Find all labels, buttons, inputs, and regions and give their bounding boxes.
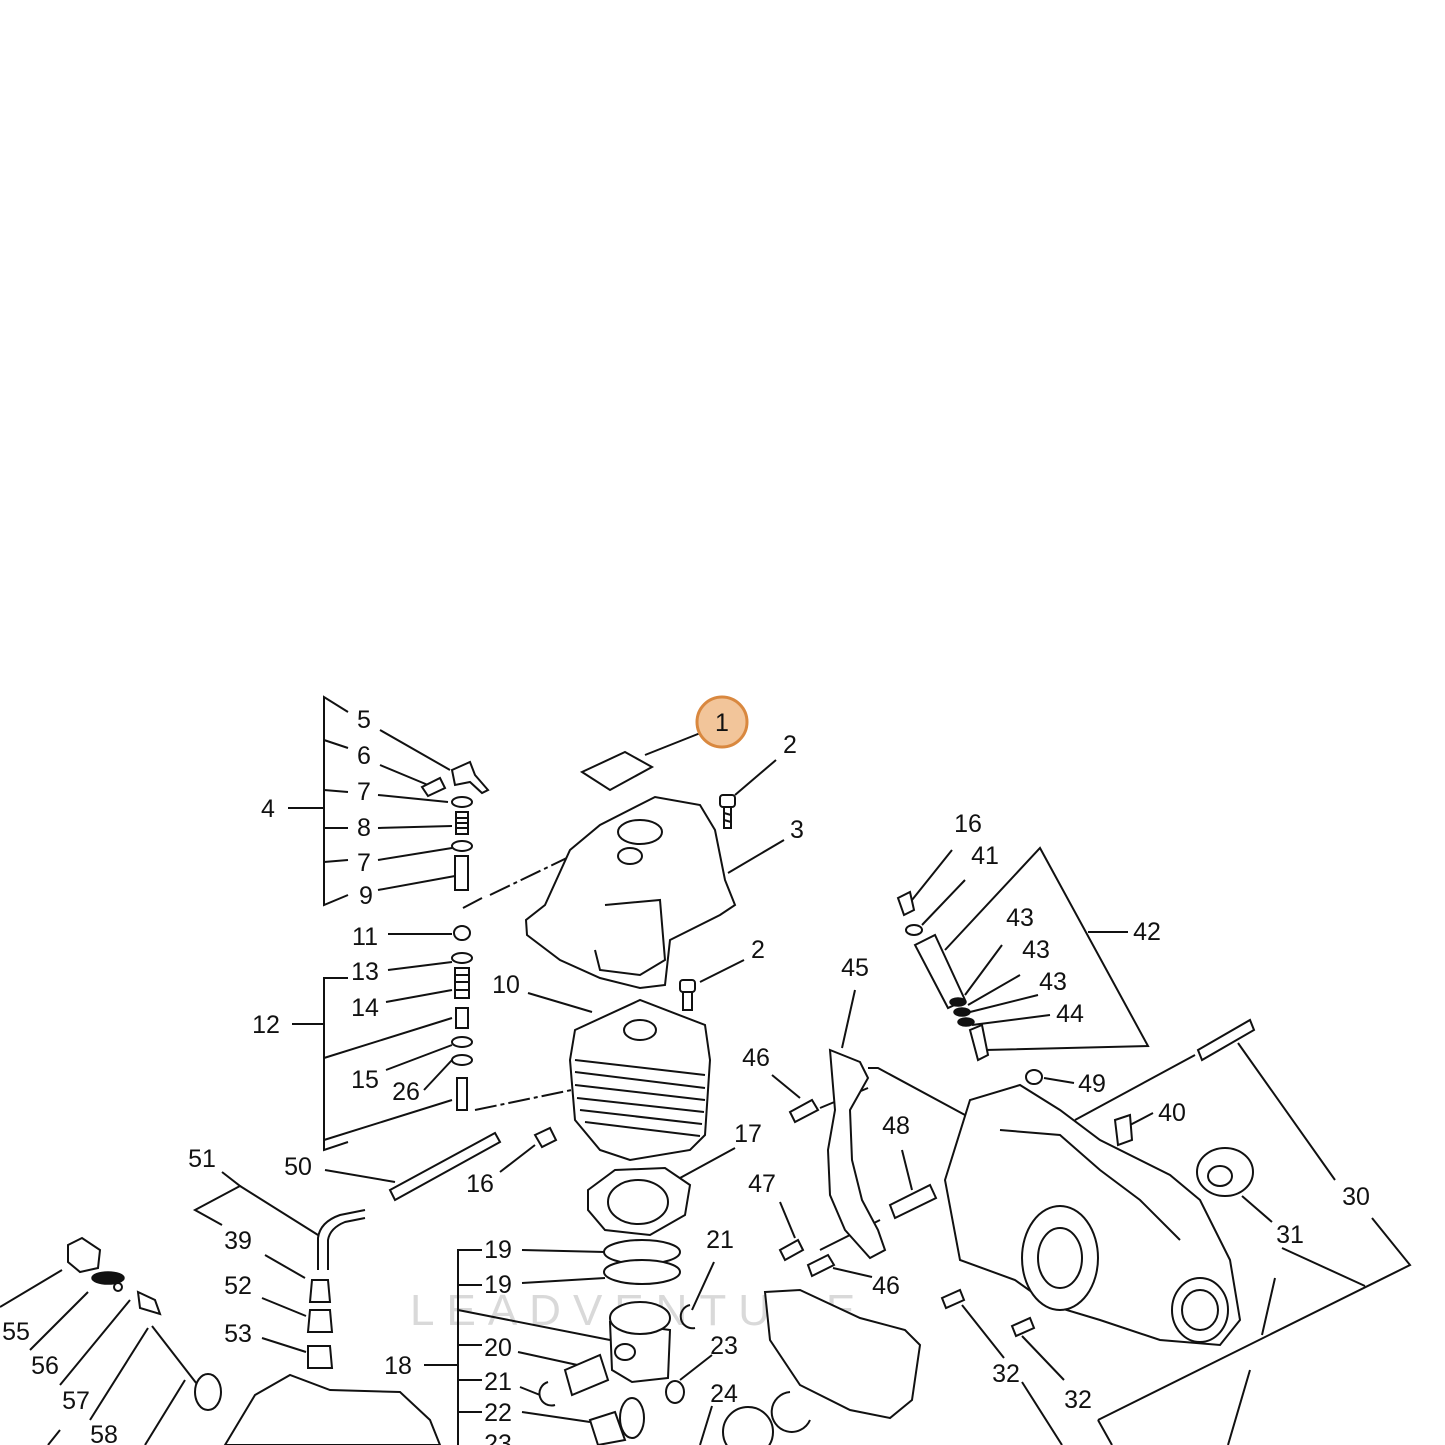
callout-48[interactable]: 48 [882,1112,910,1140]
callout-52[interactable]: 52 [224,1272,252,1300]
callout-23b[interactable]: 23 [710,1332,738,1360]
callout-58[interactable]: 58 [90,1421,118,1445]
callout-21b[interactable]: 21 [706,1226,734,1254]
callout-20[interactable]: 20 [484,1334,512,1362]
callout-42[interactable]: 42 [1133,918,1161,946]
callout-14[interactable]: 14 [351,994,379,1022]
callout-21a[interactable]: 21 [484,1368,512,1396]
callout-44[interactable]: 44 [1056,1000,1084,1028]
callout-26[interactable]: 26 [392,1078,420,1106]
callout-50[interactable]: 50 [284,1153,312,1181]
callout-46b[interactable]: 46 [872,1272,900,1300]
callout-32a[interactable]: 32 [992,1360,1020,1388]
callout-19b[interactable]: 19 [484,1271,512,1299]
callout-7a[interactable]: 7 [357,778,371,806]
callout-6[interactable]: 6 [357,742,371,770]
callout-39[interactable]: 39 [224,1227,252,1255]
callout-12[interactable]: 12 [252,1011,280,1039]
callout-9[interactable]: 9 [359,882,373,910]
callout-5[interactable]: 5 [357,706,371,734]
callout-8[interactable]: 8 [357,814,371,842]
callout-43a[interactable]: 43 [1006,904,1034,932]
callout-24[interactable]: 24 [710,1380,738,1408]
callout-2a[interactable]: 2 [783,731,797,759]
callout-7b[interactable]: 7 [357,849,371,877]
parts [67,750,1256,1445]
callout-51[interactable]: 51 [188,1145,216,1173]
callout-22[interactable]: 22 [484,1399,512,1427]
callout-1[interactable]: 1 [715,709,729,737]
callout-47[interactable]: 47 [748,1170,776,1198]
callout-23a[interactable]: 23 [484,1430,512,1445]
highlight-circle [695,695,749,749]
callout-56[interactable]: 56 [31,1352,59,1380]
callout-17[interactable]: 17 [734,1120,762,1148]
callout-31[interactable]: 31 [1276,1221,1304,1249]
leader-lines [0,695,1412,1445]
callout-43c[interactable]: 43 [1039,968,1067,996]
callout-41[interactable]: 41 [971,842,999,870]
callout-55[interactable]: 55 [2,1318,30,1346]
callout-40[interactable]: 40 [1158,1099,1186,1127]
callout-16a[interactable]: 16 [466,1170,494,1198]
callout-32b[interactable]: 32 [1064,1386,1092,1414]
callout-49[interactable]: 49 [1078,1070,1106,1098]
callout-13[interactable]: 13 [351,958,379,986]
callout-10[interactable]: 10 [492,971,520,999]
callout-15[interactable]: 15 [351,1066,379,1094]
callout-30[interactable]: 30 [1342,1183,1370,1211]
callout-45[interactable]: 45 [841,954,869,982]
callout-4[interactable]: 4 [261,795,275,823]
callout-2b[interactable]: 2 [751,936,765,964]
callout-53[interactable]: 53 [224,1320,252,1348]
callout-43b[interactable]: 43 [1022,936,1050,964]
callout-57[interactable]: 57 [62,1387,90,1415]
callout-18[interactable]: 18 [384,1352,412,1380]
callout-1-highlight[interactable]: 1 [695,695,749,749]
callout-3[interactable]: 3 [790,816,804,844]
callout-16b[interactable]: 16 [954,810,982,838]
callout-46a[interactable]: 46 [742,1044,770,1072]
callout-labels: 5 6 7 8 7 9 4 2 3 11 13 14 12 15 26 10 2… [2,706,1370,1445]
callout-19a[interactable]: 19 [484,1236,512,1264]
callout-11[interactable]: 11 [352,923,378,951]
